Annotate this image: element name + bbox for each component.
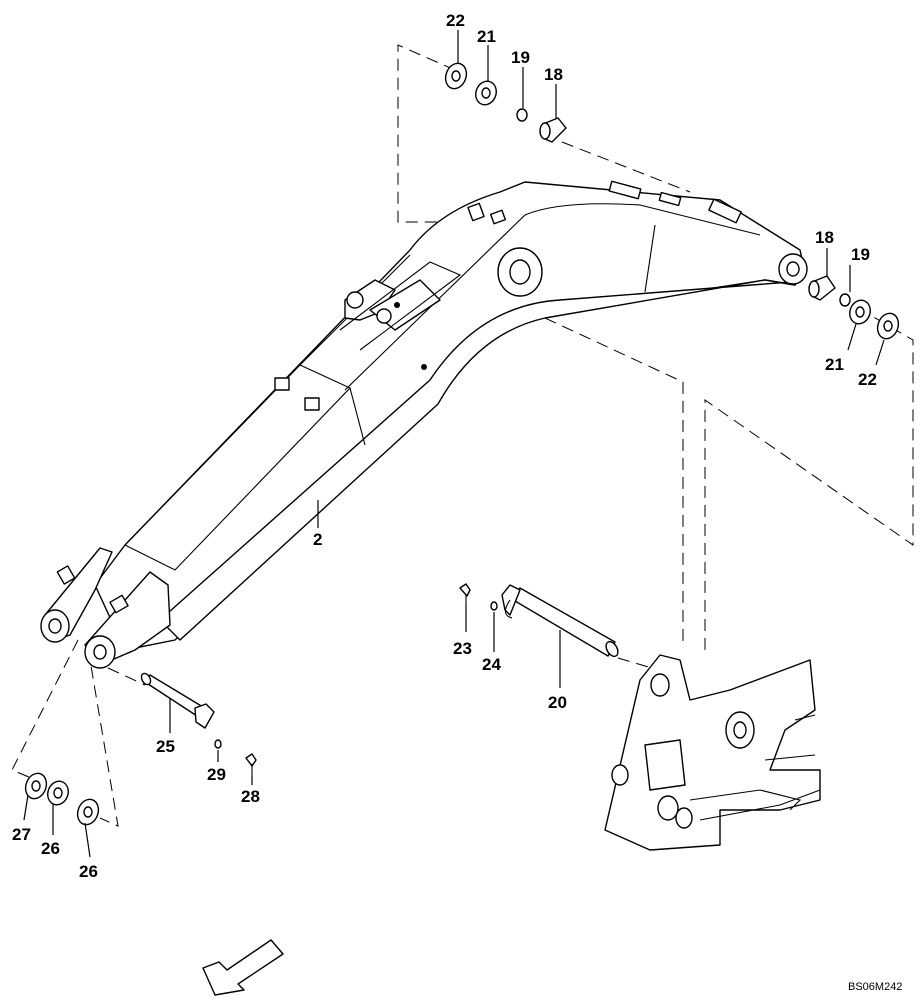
front-direction-arrow — [202, 939, 284, 996]
boom-side-plate — [159, 279, 796, 641]
callout-23: 23 — [453, 639, 472, 658]
top-pin-hardware — [444, 62, 567, 143]
pin-20-assembly — [459, 583, 619, 658]
boom-assembly — [40, 180, 808, 669]
callout-22-top: 22 — [446, 11, 465, 30]
callout-18-top: 18 — [544, 65, 563, 84]
callout-21-right: 21 — [825, 355, 844, 374]
nut-24 — [490, 601, 498, 611]
bolt-23 — [459, 583, 471, 597]
ring-19-right — [839, 293, 851, 307]
callout-18-right: 18 — [815, 228, 834, 247]
callout-labels: 22 21 19 18 18 19 21 22 2 23 24 20 25 29… — [12, 11, 902, 993]
callout-29: 29 — [207, 765, 226, 784]
callout-21-top: 21 — [477, 27, 496, 46]
pin-20 — [509, 587, 616, 657]
upper-frame — [604, 654, 821, 851]
assembly-guide-lines — [11, 44, 914, 827]
callout-28: 28 — [241, 787, 260, 806]
callout-20: 20 — [548, 693, 567, 712]
nut-29 — [214, 739, 222, 749]
callout-19-top: 19 — [511, 48, 530, 67]
leader-lines — [23, 30, 885, 858]
boom-upper-plate — [94, 181, 806, 651]
callout-26-a: 26 — [41, 839, 60, 858]
callout-2: 2 — [313, 530, 322, 549]
callout-26-b: 26 — [79, 862, 98, 881]
callout-24: 24 — [482, 655, 501, 674]
callout-27: 27 — [12, 825, 31, 844]
right-pin-hardware — [808, 275, 900, 340]
pin-25 — [144, 674, 204, 717]
ring-19-top — [516, 108, 528, 122]
callout-22-right: 22 — [858, 370, 877, 389]
lower-washers — [24, 772, 100, 826]
bolt-28 — [245, 753, 257, 767]
callout-25: 25 — [156, 737, 175, 756]
pin-25-assembly — [140, 672, 257, 776]
callout-19-right: 19 — [851, 245, 870, 264]
drawing-reference-code: BS06M242 — [848, 981, 902, 993]
